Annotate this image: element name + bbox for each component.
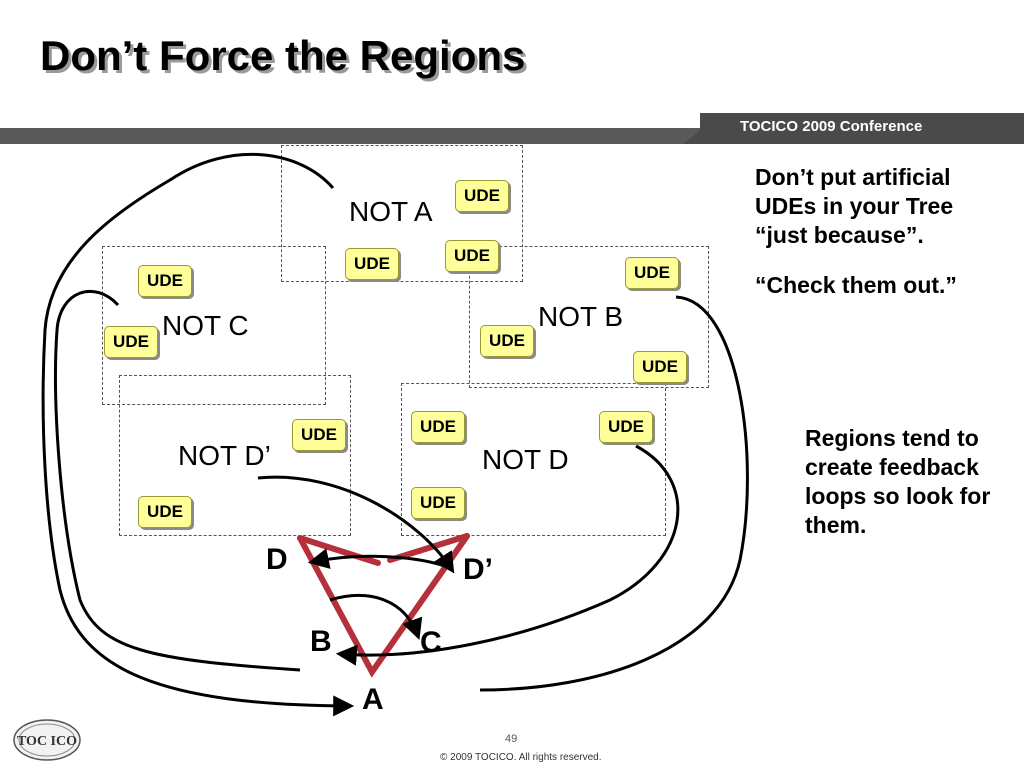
header-bar-tab <box>700 113 1024 144</box>
region-label-not-a: NOT A <box>349 196 433 227</box>
ude-box: UDE <box>625 257 679 289</box>
ude-box: UDE <box>411 487 465 519</box>
tocico-logo: TOC ICO <box>13 719 81 761</box>
slide-title: Don’t Force the Regions <box>40 32 526 79</box>
conference-label: TOCICO 2009 Conference <box>740 118 923 135</box>
region-not-c <box>102 246 326 405</box>
ude-box: UDE <box>138 265 192 297</box>
node-c: C <box>420 626 442 659</box>
region-not-d <box>401 383 666 536</box>
logo-text: TOC ICO <box>17 734 77 749</box>
triangle-shape <box>297 533 470 678</box>
ude-box: UDE <box>411 411 465 443</box>
node-d-prime: D’ <box>463 553 493 586</box>
node-b: B <box>310 625 332 658</box>
ude-box: UDE <box>633 351 687 383</box>
note-check-them-out: “Check them out.” <box>755 272 957 298</box>
note-feedback-loops: Regions tend to create feedback loops so… <box>805 425 991 538</box>
region-label-not-b: NOT B <box>538 301 624 332</box>
ude-box: UDE <box>480 325 534 357</box>
ude-box: UDE <box>292 419 346 451</box>
copyright: © 2009 TOCICO. All rights reserved. <box>440 752 602 763</box>
ude-box: UDE <box>445 240 499 272</box>
region-not-d-prime <box>119 375 351 536</box>
ude-box: UDE <box>345 248 399 280</box>
ude-box: UDE <box>599 411 653 443</box>
ude-box: UDE <box>455 180 509 212</box>
region-label-not-d-prime: NOT D’ <box>178 440 271 471</box>
node-d: D <box>266 543 288 576</box>
page-number: 49 <box>505 733 518 745</box>
region-label-not-d: NOT D <box>482 444 569 475</box>
note-artificial-udes: Don’t put artificial UDEs in your Tree “… <box>755 164 954 248</box>
ude-box: UDE <box>104 326 158 358</box>
ude-box: UDE <box>138 496 192 528</box>
region-label-not-c: NOT C <box>162 310 249 341</box>
node-a: A <box>362 683 384 716</box>
region-not-a <box>281 145 523 282</box>
